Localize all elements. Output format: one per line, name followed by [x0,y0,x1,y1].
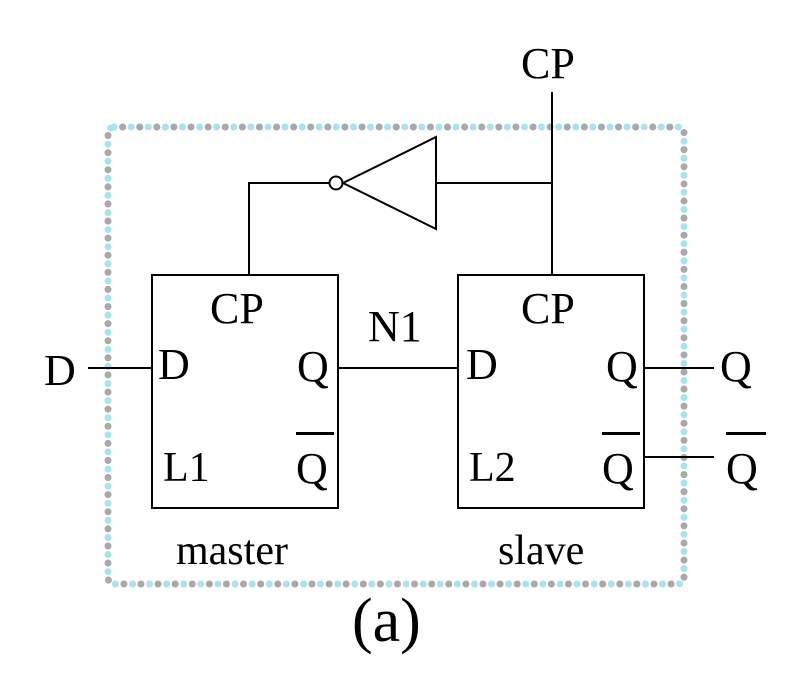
slave-q-pin-label: Q [606,342,638,391]
inverter-triangle [340,135,437,231]
cp-input-label: CP [521,39,575,88]
slave-cp-pin-label: CP [521,284,575,333]
d-input-label: D [44,346,76,395]
master-d-pin-label: D [158,340,190,389]
slave-caption: slave [498,528,585,574]
master-latch-box [151,274,339,509]
module-border-gray [104,123,688,588]
q-output-label: Q [720,342,752,391]
inverted-clock-wire [248,182,329,275]
slave-d-pin-label: D [466,340,498,389]
module-border-cyan [104,123,688,588]
qbar-output-overbar [726,432,766,435]
slave-latch-name: L2 [469,445,516,491]
figure-caption: (a) [352,587,421,655]
master-qbar-overbar [296,432,334,435]
master-q-pin-label: Q [297,342,329,391]
master-cp-pin-label: CP [210,284,264,333]
qbar-output-label: Q [726,444,758,493]
master-qbar-pin-label: Q [296,444,328,493]
slave-qbar-pin-label: Q [602,444,634,493]
master-caption: master [176,528,288,574]
n1-node-label: N1 [368,302,422,351]
slave-qbar-overbar [602,432,640,435]
inverter-bubble [328,175,344,191]
master-latch-name: L1 [163,445,210,491]
